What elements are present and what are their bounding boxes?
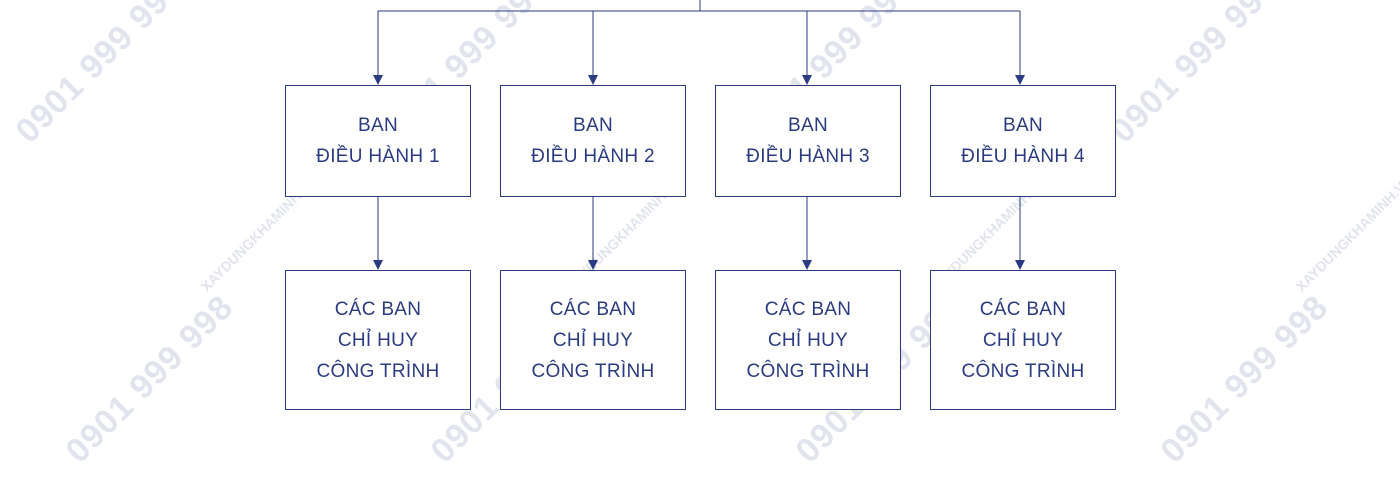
arrowhead-icon bbox=[373, 75, 383, 85]
box-line: BAN bbox=[788, 115, 828, 136]
arrowhead-icon bbox=[588, 75, 598, 85]
box-line: ĐIỀU HÀNH 4 bbox=[961, 146, 1085, 167]
arrowhead-icon bbox=[802, 75, 812, 85]
box-line: CÔNG TRÌNH bbox=[961, 360, 1085, 382]
arrowhead-icon bbox=[802, 260, 812, 270]
executive-board-box: BAN ĐIỀU HÀNH 1 bbox=[285, 85, 471, 197]
box-line: CÁC BAN bbox=[334, 298, 422, 320]
box-line: CHỈ HUY bbox=[982, 329, 1064, 351]
command-board-box: CÁC BAN CHỈ HUY CÔNG TRÌNH bbox=[500, 270, 686, 410]
box-line: CÔNG TRÌNH bbox=[316, 360, 440, 382]
arrowhead-icon bbox=[588, 260, 598, 270]
box-line: ĐIỀU HÀNH 1 bbox=[316, 146, 440, 167]
box-line: CÁC BAN bbox=[549, 298, 637, 320]
box-line: CÔNG TRÌNH bbox=[746, 360, 870, 382]
box-line: CHỈ HUY bbox=[552, 329, 634, 351]
box-line: BAN bbox=[1003, 115, 1043, 136]
box-line: CÔNG TRÌNH bbox=[531, 360, 655, 382]
executive-board-box: BAN ĐIỀU HÀNH 4 bbox=[930, 85, 1116, 197]
arrowhead-icon bbox=[1015, 75, 1025, 85]
box-line: ĐIỀU HÀNH 2 bbox=[531, 146, 655, 167]
box-line: BAN bbox=[573, 115, 613, 136]
command-board-box: CÁC BAN CHỈ HUY CÔNG TRÌNH bbox=[715, 270, 901, 410]
command-board-box: CÁC BAN CHỈ HUY CÔNG TRÌNH bbox=[930, 270, 1116, 410]
box-line: CÁC BAN bbox=[764, 298, 852, 320]
arrowhead-icon bbox=[1015, 260, 1025, 270]
arrowhead-icon bbox=[373, 260, 383, 270]
command-board-box: CÁC BAN CHỈ HUY CÔNG TRÌNH bbox=[285, 270, 471, 410]
box-line: ĐIỀU HÀNH 3 bbox=[746, 146, 870, 167]
executive-board-box: BAN ĐIỀU HÀNH 3 bbox=[715, 85, 901, 197]
box-line: CHỈ HUY bbox=[337, 329, 419, 351]
box-line: BAN bbox=[358, 115, 398, 136]
box-line: CÁC BAN bbox=[979, 298, 1067, 320]
box-line: CHỈ HUY bbox=[767, 329, 849, 351]
executive-board-box: BAN ĐIỀU HÀNH 2 bbox=[500, 85, 686, 197]
